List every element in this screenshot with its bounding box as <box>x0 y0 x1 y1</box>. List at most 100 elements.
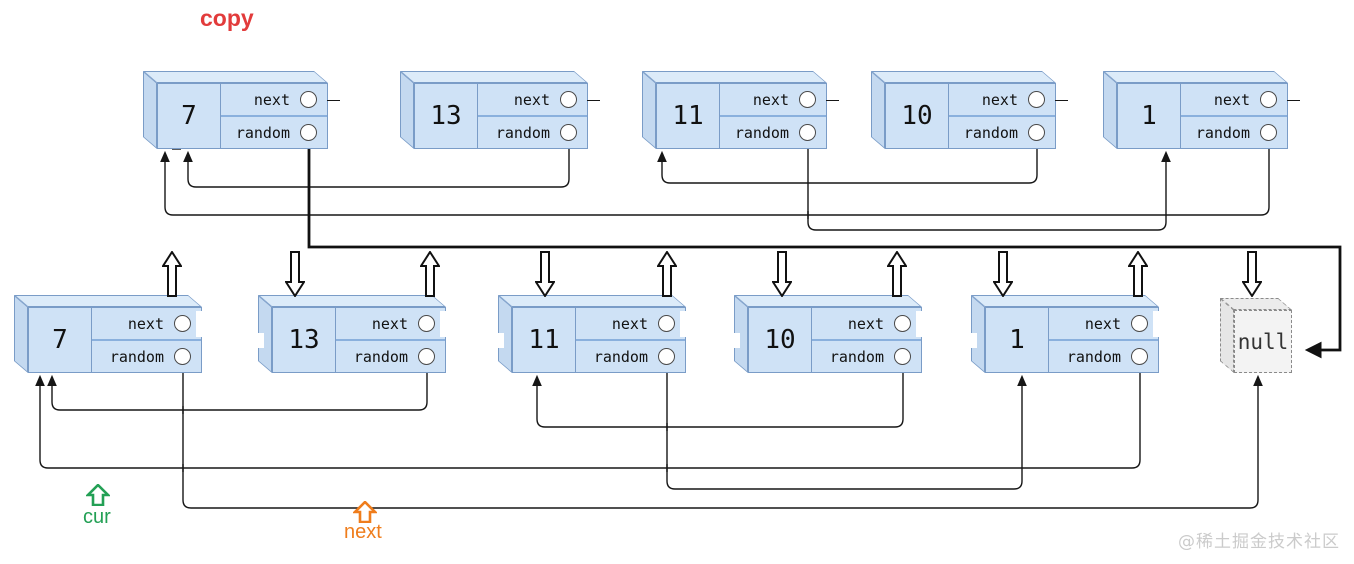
cut-notch <box>727 333 740 348</box>
random-field-label: random <box>109 347 164 366</box>
node-value: 13 <box>415 84 478 148</box>
copy-node-10: 10 next random <box>870 71 1068 149</box>
random-pointer-circle <box>799 124 816 141</box>
down-block-arrow-icon <box>285 251 305 297</box>
copy-row-label: copy <box>200 5 254 31</box>
up-block-arrow-icon <box>657 251 677 297</box>
next-field-label: next <box>127 314 164 333</box>
cut-notch <box>196 311 212 337</box>
random-field-label: random <box>593 347 648 366</box>
next-pointer-label: next <box>344 521 382 543</box>
up-block-arrow-icon <box>162 251 182 297</box>
random-pointer-circle <box>300 124 317 141</box>
next-field-label: next <box>513 90 550 109</box>
node-top-face <box>641 71 827 83</box>
next-stub <box>327 99 340 102</box>
link-orig-10-to-11 <box>532 364 904 428</box>
node-left-face <box>1220 298 1234 373</box>
copy-node-7: 7 next random <box>142 71 340 149</box>
cut-notch <box>680 311 696 337</box>
random-field-label: random <box>734 123 789 142</box>
cur-arrow-icon <box>86 484 110 506</box>
copy-node-1: 1 next random <box>1102 71 1300 149</box>
next-pointer-circle <box>560 91 577 108</box>
node-value: 11 <box>513 308 576 372</box>
down-block-arrow-icon <box>1242 251 1262 297</box>
next-field-label: next <box>371 314 408 333</box>
node-value: 7 <box>29 308 92 372</box>
orig-node-13: 13 next random <box>251 295 456 373</box>
next-field-label: next <box>847 314 884 333</box>
random-pointer-circle <box>1131 348 1148 365</box>
node-top-face <box>399 71 588 83</box>
cur-label: cur <box>83 506 111 528</box>
random-field-label: random <box>353 347 408 366</box>
orig-node-7: 7 next random <box>13 295 212 373</box>
cut-notch <box>1153 311 1169 337</box>
random-pointer-circle <box>418 348 435 365</box>
link-orig-7-to-null <box>182 364 1263 509</box>
random-field-label: random <box>963 123 1018 142</box>
down-block-arrow-icon <box>993 251 1013 297</box>
node-top-face <box>1102 71 1288 83</box>
watermark: @稀土掘金技术社区 <box>1178 532 1340 552</box>
next-pointer-circle <box>1131 315 1148 332</box>
node-left-face <box>1103 71 1117 149</box>
random-pointer-circle <box>894 348 911 365</box>
next-arrow-icon <box>353 501 377 523</box>
link-orig-1-to-7 <box>35 364 1141 469</box>
random-pointer-circle <box>1028 124 1045 141</box>
random-pointer-circle <box>1260 124 1277 141</box>
next-field-label: next <box>981 90 1018 109</box>
orig-node-1: 1 next random <box>964 295 1169 373</box>
next-field-label: next <box>1084 314 1121 333</box>
node-top-face <box>142 71 328 83</box>
random-field-label: random <box>829 347 884 366</box>
copy-node-13: 13 next random <box>399 71 600 149</box>
next-pointer-circle <box>658 315 675 332</box>
next-stub <box>587 99 600 102</box>
node-value: 1 <box>1118 84 1181 148</box>
node-value: 11 <box>657 84 720 148</box>
node-top-face <box>870 71 1056 83</box>
node-left-face <box>642 71 656 149</box>
null-node: null <box>1219 298 1292 373</box>
cut-notch <box>440 311 456 337</box>
node-value: 10 <box>749 308 812 372</box>
next-stub <box>826 99 839 102</box>
next-field-label: next <box>1213 90 1250 109</box>
orig-node-11: 11 next random <box>491 295 696 373</box>
random-pointer-circle <box>174 348 191 365</box>
null-label: null <box>1237 329 1289 354</box>
node-value: 7 <box>158 84 221 148</box>
up-block-arrow-icon <box>420 251 440 297</box>
next-field-label: next <box>611 314 648 333</box>
up-block-arrow-icon <box>887 251 907 297</box>
cut-notch <box>491 333 504 348</box>
random-field-label: random <box>495 123 550 142</box>
next-field-label: next <box>752 90 789 109</box>
random-field-label: random <box>1066 347 1121 366</box>
up-block-arrow-icon <box>1128 251 1148 297</box>
next-pointer-circle <box>1028 91 1045 108</box>
node-left-face <box>143 71 157 149</box>
node-value: 1 <box>986 308 1049 372</box>
random-field-label: random <box>1195 123 1250 142</box>
next-pointer-circle <box>894 315 911 332</box>
cut-notch <box>964 333 977 348</box>
orig-node-10: 10 next random <box>727 295 932 373</box>
node-left-face <box>400 71 414 149</box>
next-stub <box>1055 99 1068 102</box>
next-pointer-circle <box>418 315 435 332</box>
link-copy-1-to-7 <box>160 140 1270 216</box>
cut-notch <box>916 311 932 337</box>
random-field-label: random <box>235 123 290 142</box>
random-pointer-circle <box>658 348 675 365</box>
next-stub <box>1287 99 1300 102</box>
random-pointer-circle <box>560 124 577 141</box>
next-field-label: next <box>253 90 290 109</box>
copy-node-11: 11 next random <box>641 71 839 149</box>
node-value: 13 <box>273 308 336 372</box>
node-left-face <box>14 295 28 373</box>
